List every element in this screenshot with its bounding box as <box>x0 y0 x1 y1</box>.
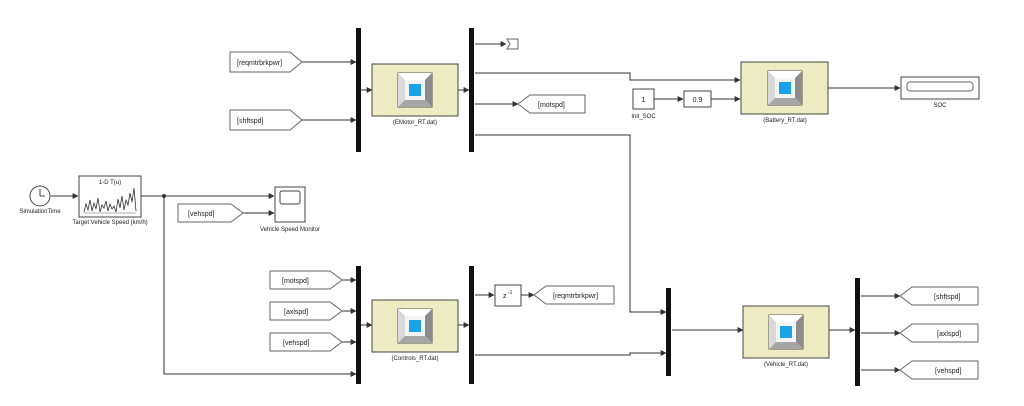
svg-text:(EMotor_RT.dat): (EMotor_RT.dat) <box>393 120 437 126</box>
svg-text:(Battery_RT.dat): (Battery_RT.dat) <box>763 118 807 124</box>
svg-text:SOC: SOC <box>933 103 947 109</box>
from-tag-axlspd[interactable]: [axlspd] <box>269 301 343 321</box>
controls-model-block[interactable]: (Controls_RT.dat) <box>371 299 459 362</box>
goto-tag-shftspd[interactable]: [shftspd] <box>899 286 979 306</box>
soc-display-block[interactable]: SOC <box>900 76 980 109</box>
vehicle-speed-scope[interactable]: Vehicle Speed Monitor <box>260 186 320 233</box>
svg-text:1: 1 <box>642 97 646 104</box>
goto-tag-motspd[interactable]: [motspd] <box>517 94 586 114</box>
svg-text:[vehspd]: [vehspd] <box>935 368 962 375</box>
vehicle-model-block[interactable]: (Vehicle_RT.dat) <box>742 305 830 368</box>
svg-text:[shftspd]: [shftspd] <box>934 294 961 301</box>
from-tag-reqmtrbrkpwr-top[interactable]: [reqmtrbrkpwr] <box>229 51 303 73</box>
emotor-model-block[interactable]: (EMotor_RT.dat) <box>371 63 459 126</box>
svg-text:0.9: 0.9 <box>693 97 703 104</box>
terminator[interactable] <box>506 38 519 50</box>
svg-text:[vehspd]: [vehspd] <box>188 211 215 218</box>
emotor-bus-selector[interactable] <box>469 28 474 152</box>
emotor-bus-creator[interactable] <box>356 28 361 152</box>
signal-lines <box>51 41 901 377</box>
scope-label: Vehicle Speed Monitor <box>260 227 320 233</box>
from-tag-vehspd-scope[interactable]: [vehspd] <box>177 203 244 223</box>
vehicle-bus-creator[interactable] <box>666 288 671 376</box>
svg-text:z: z <box>503 293 507 300</box>
svg-text:-1: -1 <box>508 290 513 296</box>
unit-delay-block[interactable]: z -1 <box>494 284 522 307</box>
svg-text:[motspd]: [motspd] <box>282 278 309 285</box>
svg-text:[axlspd]: [axlspd] <box>284 309 308 316</box>
svg-text:[axlspd]: [axlspd] <box>937 331 961 338</box>
controls-bus-selector[interactable] <box>469 266 474 384</box>
goto-tag-vehspd[interactable]: [vehspd] <box>899 360 979 380</box>
from-tag-vehspd-controls[interactable]: [vehspd] <box>269 332 343 352</box>
svg-text:[shftspd]: [shftspd] <box>237 118 264 125</box>
svg-text:[reqmtrbrkpwr]: [reqmtrbrkpwr] <box>553 293 598 300</box>
svg-text:Init_SOC: Init_SOC <box>631 114 656 120</box>
goto-tag-reqmtrbrkpwr[interactable]: [reqmtrbrkpwr] <box>533 285 615 305</box>
svg-text:1-D T(u): 1-D T(u) <box>99 180 121 186</box>
clock-label: SimulationTime <box>19 209 61 215</box>
simulation-clock[interactable]: SimulationTime <box>19 185 61 215</box>
battery-model-block[interactable]: (Battery_RT.dat) <box>740 61 829 124</box>
init-soc-constant[interactable]: 1 Init_SOC <box>631 88 656 120</box>
goto-tag-axlspd[interactable]: [axlspd] <box>899 323 979 343</box>
svg-text:[motspd]: [motspd] <box>538 102 565 109</box>
svg-text:(Vehicle_RT.dat): (Vehicle_RT.dat) <box>764 362 808 368</box>
svg-text:(Controls_RT.dat): (Controls_RT.dat) <box>392 356 439 362</box>
controls-bus-creator[interactable] <box>356 266 361 384</box>
vehicle-bus-selector[interactable] <box>855 278 860 386</box>
lookup-label: Target Vehicle Speed (km/h) <box>72 220 147 226</box>
target-speed-lookup-table[interactable]: 1-D T(u) Target Vehicle Speed (km/h) <box>72 175 148 226</box>
svg-text:[vehspd]: [vehspd] <box>283 340 310 347</box>
from-tag-shftspd-top[interactable]: [shftspd] <box>229 109 303 131</box>
svg-text:[reqmtrbrkpwr]: [reqmtrbrkpwr] <box>237 60 282 67</box>
from-tag-motspd[interactable]: [motspd] <box>269 270 343 290</box>
gain-block[interactable]: 0.9 <box>683 90 712 108</box>
